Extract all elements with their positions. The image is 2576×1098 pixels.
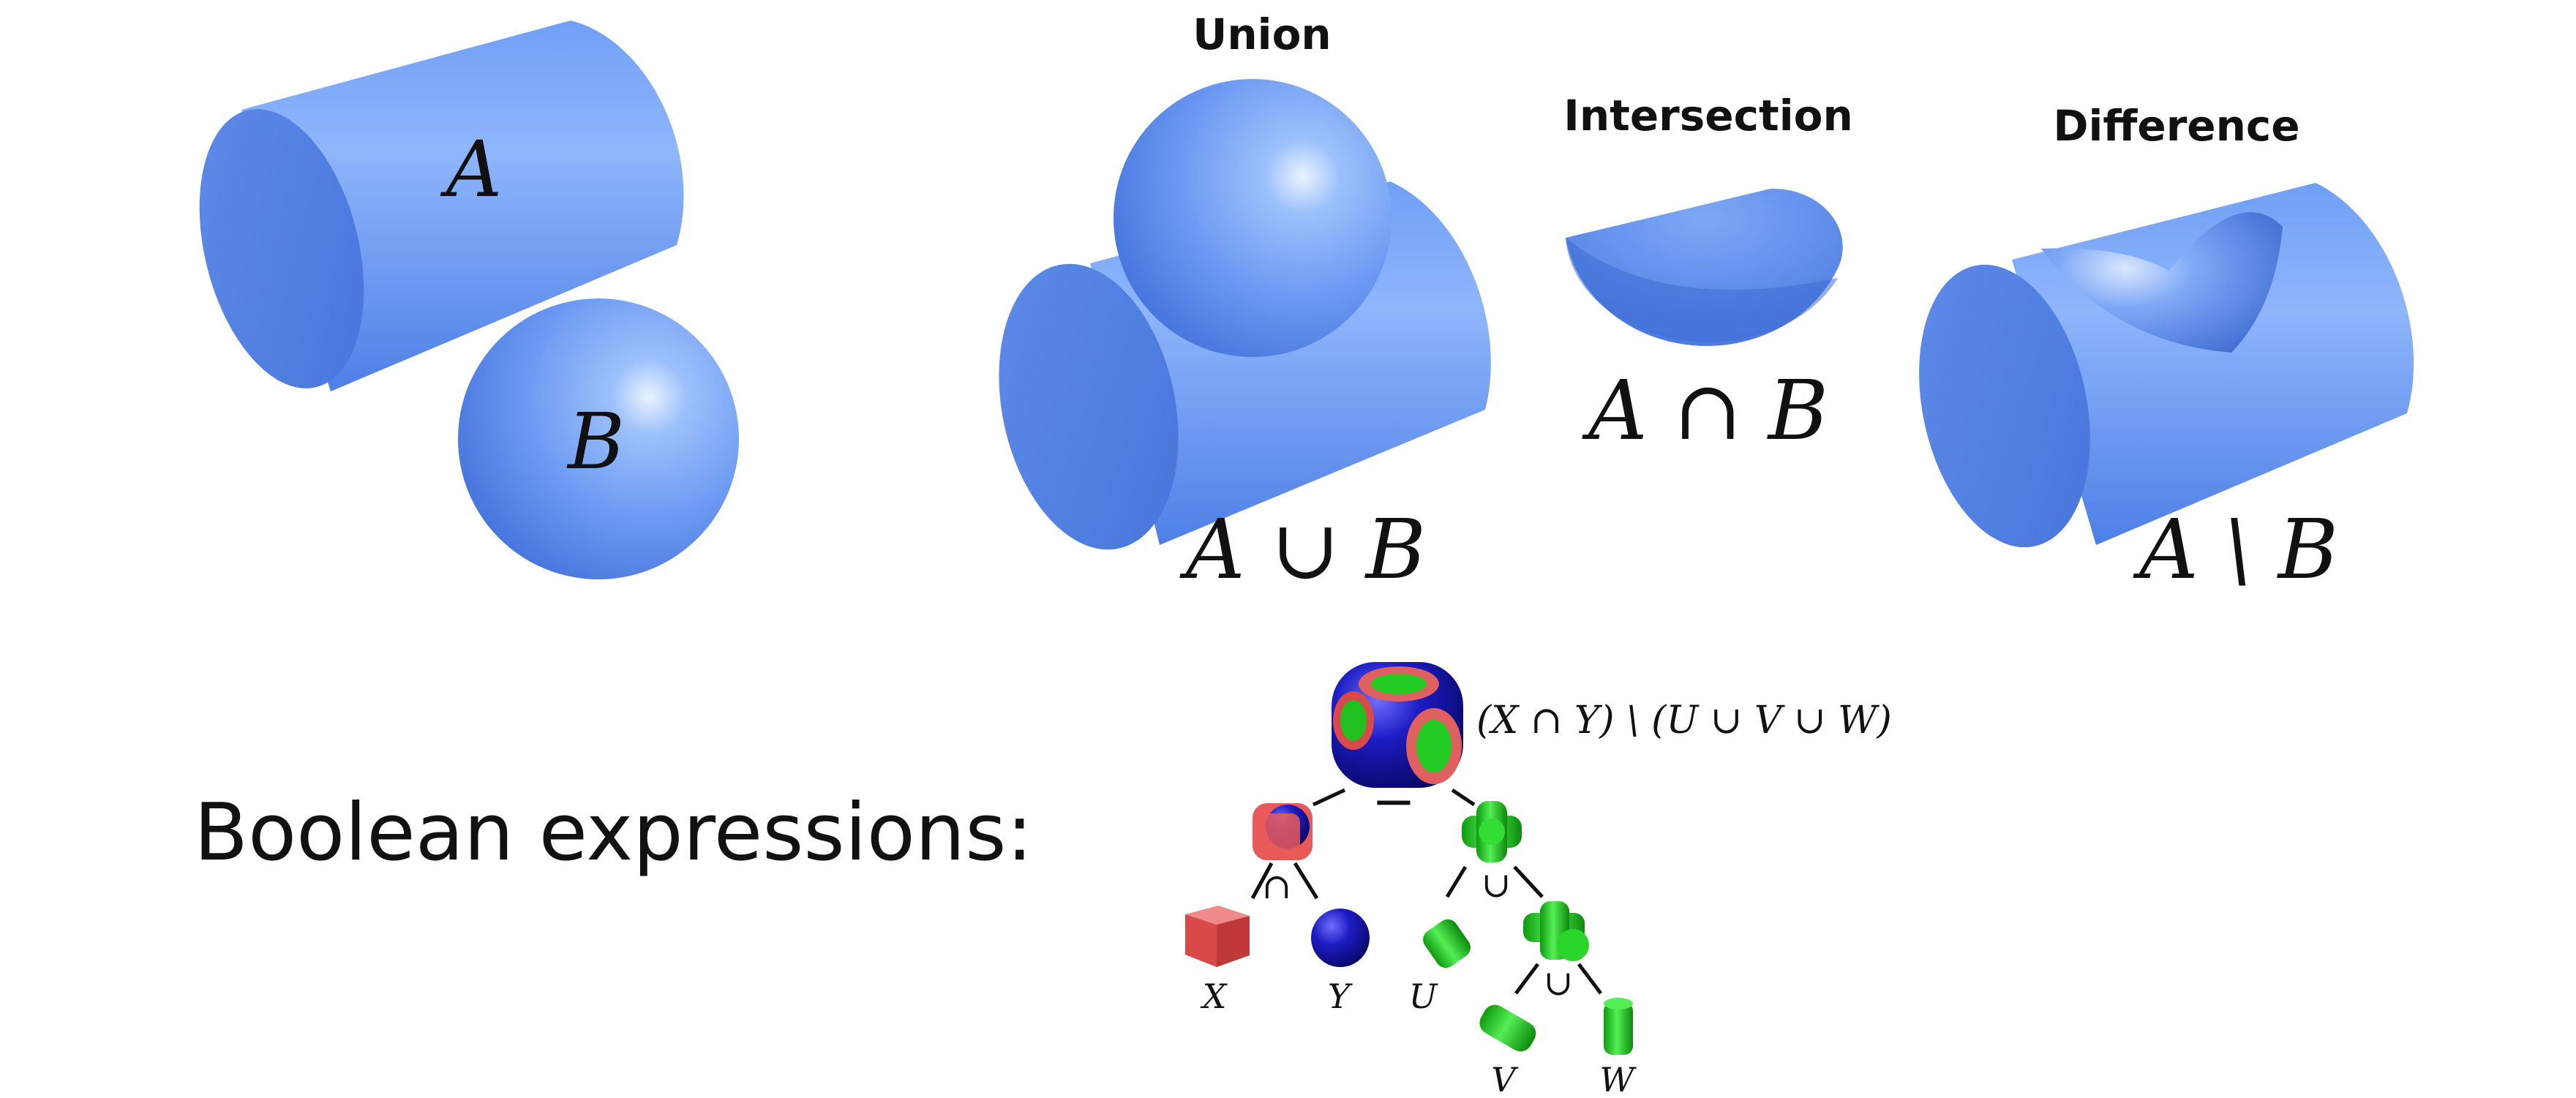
leaf-w-cylinder <box>1604 998 1633 1055</box>
root-node <box>1332 662 1463 788</box>
leaf-y-sphere <box>1311 909 1370 967</box>
union-node-2 <box>1523 901 1589 961</box>
boolean-expressions-heading: Boolean expressions: <box>194 787 1033 879</box>
leaf-x-cube <box>1185 906 1250 967</box>
leaf-u-label: U <box>1409 977 1439 1016</box>
difference-title: Difference <box>2053 101 2299 151</box>
cylinder-a: A <box>199 20 684 391</box>
intersection-solid: A ∩ B <box>1566 188 1843 459</box>
leaf-v-cylinder <box>1479 1004 1536 1052</box>
sphere-b: B <box>458 298 739 579</box>
intersection-expression: A ∩ B <box>1582 364 1828 459</box>
union-title: Union <box>1193 10 1331 59</box>
op-union-2: ∪ <box>1544 963 1573 1004</box>
operand-a-label: A <box>440 124 503 214</box>
op-difference: − <box>1372 770 1416 832</box>
leaf-x-label: X <box>1201 977 1228 1016</box>
intersection-title: Intersection <box>1563 91 1853 140</box>
difference-expression: A \ B <box>2133 503 2338 598</box>
union-expression: A ∪ B <box>1179 503 1426 598</box>
leaf-y-label: Y <box>1328 977 1353 1016</box>
union-node <box>1462 801 1522 862</box>
difference-solid: A \ B <box>1919 183 2414 598</box>
union-solid: A ∪ B <box>999 79 1491 598</box>
operand-b-label: B <box>566 396 625 486</box>
leaf-u-cylinder <box>1423 919 1471 969</box>
leaf-v-label: V <box>1491 1060 1519 1098</box>
op-union-1: ∪ <box>1482 865 1511 906</box>
intersection-node <box>1253 803 1313 860</box>
csg-tree: (X ∩ Y) \ (U ∪ V ∪ W) − ∩ X Y <box>1185 662 1892 1098</box>
leaf-w-label: W <box>1599 1060 1637 1098</box>
root-expression: (X ∩ Y) \ (U ∪ V ∪ W) <box>1476 699 1892 742</box>
op-intersection: ∩ <box>1262 866 1291 907</box>
